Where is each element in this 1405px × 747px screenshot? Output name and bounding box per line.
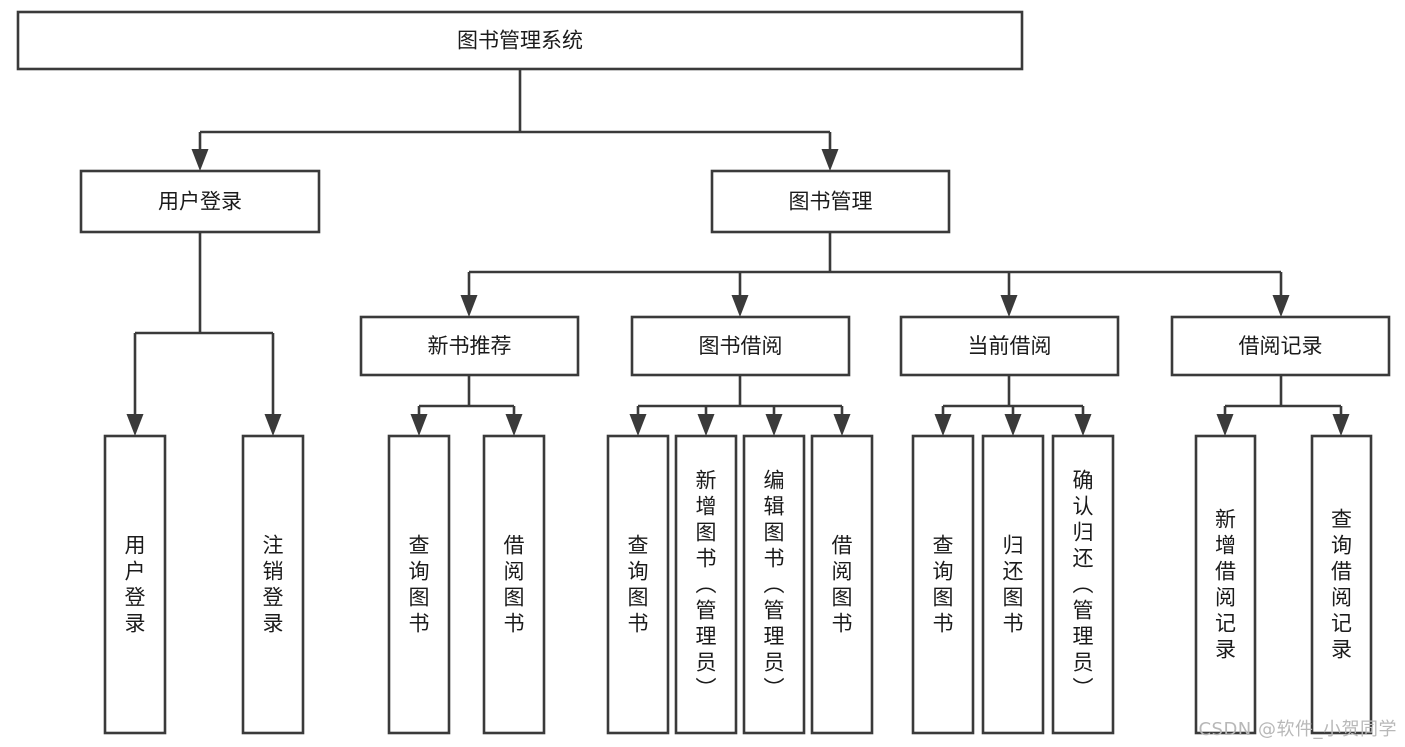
- node-label: 用户登录: [158, 190, 242, 214]
- connector-bus-user-login: [126, 232, 282, 436]
- node-leaf-confirm-return[interactable]: 确认归还︵管理员︶: [1051, 434, 1115, 735]
- node-leaf-add-book[interactable]: 新增图书︵管理员︶: [674, 434, 738, 735]
- node-leaf-return-book[interactable]: 归还图书: [981, 434, 1045, 735]
- node-label: 当前借阅: [968, 334, 1052, 358]
- node-leaf-borrow-book-1[interactable]: 借阅图书: [482, 434, 546, 735]
- node-layer: 图书管理系统用户登录图书管理新书推荐图书借阅当前借阅借阅记录用户登录注销登录查询…: [16, 10, 1391, 735]
- node-label: 图书借阅: [699, 334, 783, 358]
- node-label: 新增借阅记录: [1215, 508, 1236, 662]
- node-new-book-rec[interactable]: 新书推荐: [359, 315, 580, 377]
- connector-bus-book-manage: [460, 232, 1290, 317]
- node-leaf-query-book-1[interactable]: 查询图书: [387, 434, 451, 735]
- node-label: 查询借阅记录: [1331, 508, 1352, 662]
- node-book-manage[interactable]: 图书管理: [710, 169, 951, 234]
- node-label: 查询图书: [628, 534, 649, 636]
- node-leaf-query-book-3[interactable]: 查询图书: [911, 434, 975, 735]
- node-label: 归还图书: [1003, 534, 1024, 636]
- node-leaf-query-record[interactable]: 查询借阅记录: [1310, 434, 1373, 735]
- connector-bus-new-book-rec: [410, 375, 523, 436]
- node-label: 确认归还︵管理员︶: [1073, 469, 1094, 701]
- node-label: 注销登录: [263, 534, 284, 636]
- node-label: 图书管理系统: [457, 29, 583, 53]
- node-leaf-user-login[interactable]: 用户登录: [103, 434, 167, 735]
- connector-bus-root: [191, 69, 839, 171]
- connector-bus-current-borrow: [934, 375, 1092, 436]
- node-label: 图书管理: [789, 190, 873, 214]
- node-book-borrow[interactable]: 图书借阅: [630, 315, 851, 377]
- connector-bus-borrow-record: [1216, 375, 1350, 436]
- node-label: 查询图书: [409, 534, 430, 636]
- node-leaf-edit-book[interactable]: 编辑图书︵管理员︶: [742, 434, 806, 735]
- node-leaf-borrow-book-2[interactable]: 借阅图书: [810, 434, 874, 735]
- node-label: 新书推荐: [428, 334, 512, 358]
- node-borrow-record[interactable]: 借阅记录: [1170, 315, 1391, 377]
- node-leaf-query-book-2[interactable]: 查询图书: [606, 434, 670, 735]
- node-label: 查询图书: [933, 534, 954, 636]
- node-user-login[interactable]: 用户登录: [79, 169, 321, 234]
- node-label: 新增图书︵管理员︶: [696, 469, 717, 701]
- node-label: 编辑图书︵管理员︶: [764, 469, 785, 701]
- node-label: 借阅记录: [1239, 334, 1323, 358]
- node-label: 借阅图书: [832, 534, 853, 636]
- csdn-watermark: CSDN @软件_小贺同学: [1198, 719, 1397, 740]
- node-root[interactable]: 图书管理系统: [16, 10, 1024, 71]
- node-leaf-add-record[interactable]: 新增借阅记录: [1194, 434, 1257, 735]
- connector-bus-book-borrow: [629, 375, 851, 436]
- node-label: 借阅图书: [504, 534, 525, 636]
- node-leaf-logout[interactable]: 注销登录: [241, 434, 305, 735]
- node-label: 用户登录: [125, 534, 146, 636]
- node-current-borrow[interactable]: 当前借阅: [899, 315, 1120, 377]
- connector-layer: [126, 69, 1350, 436]
